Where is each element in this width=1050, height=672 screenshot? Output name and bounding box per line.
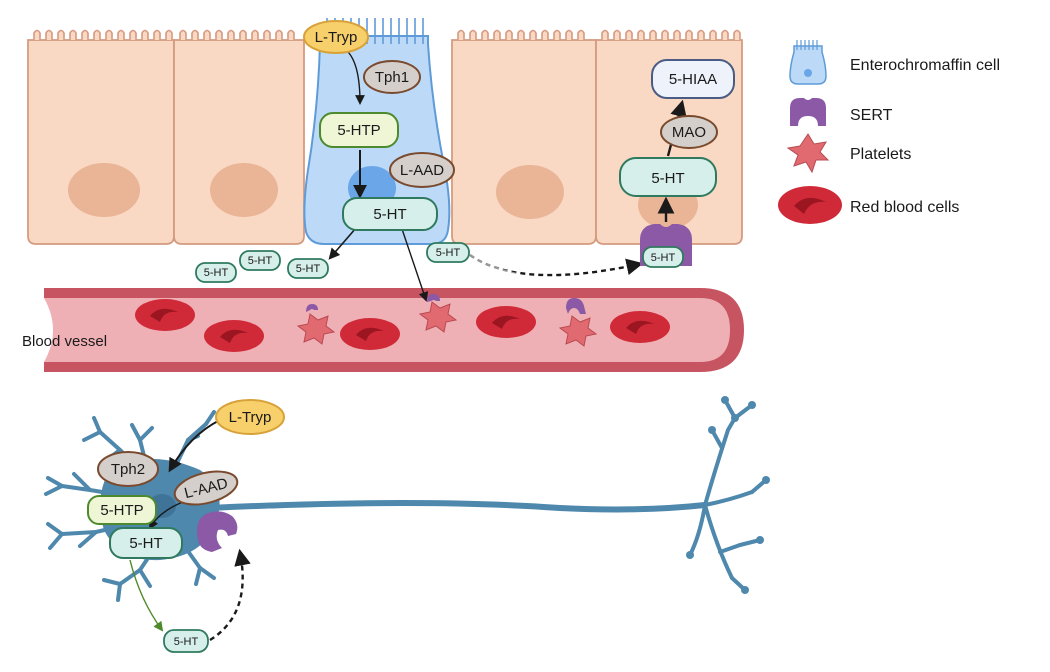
5ht-small-label: 5-HT — [248, 255, 273, 267]
red-blood-cell — [610, 311, 670, 343]
cell-nucleus — [496, 165, 564, 219]
5ht-node: 5-HT — [342, 197, 438, 231]
ltryp-label: L-Tryp — [315, 29, 358, 46]
tph2-enzyme: Tph2 — [97, 451, 159, 487]
legend-label: Enterochromaffin cell — [850, 57, 1000, 74]
5ht-molecule: 5-HT — [426, 242, 470, 263]
5ht-small-label: 5-HT — [436, 247, 461, 259]
red-blood-cell-icon — [778, 186, 842, 224]
5ht-molecule: 5-HT — [239, 250, 281, 271]
blood-vessel: Blood vessel — [22, 288, 744, 372]
ltryp-node: L-Tryp — [215, 399, 285, 435]
5hiaa-label: 5-HIAA — [669, 71, 717, 88]
cell-nucleus — [68, 163, 140, 217]
platelet — [418, 294, 458, 333]
legend-item-platelets: Platelets — [786, 133, 911, 174]
red-blood-cell — [476, 306, 536, 338]
platelet-icon — [786, 133, 830, 174]
5ht-molecule: 5-HT — [642, 246, 684, 268]
legend-item-sert: SERT — [790, 98, 893, 126]
platelet — [558, 298, 598, 347]
legend-label: Platelets — [850, 146, 911, 163]
red-blood-cell — [340, 318, 400, 350]
laad-label: L-AAD — [400, 162, 444, 179]
blood-vessel-label: Blood vessel — [22, 333, 107, 350]
epithelial-cell — [27, 29, 175, 245]
neuron: L-Tryp Tph2 L-AAD 5-HTP 5-HT 5-HT — [44, 396, 770, 653]
5htp-label: 5-HTP — [100, 502, 143, 519]
5ht-label: 5-HT — [373, 206, 406, 223]
epithelial-cell — [451, 29, 597, 245]
epithelial-cell — [173, 29, 305, 245]
5hiaa-node: 5-HIAA — [651, 59, 735, 99]
tph2-label: Tph2 — [111, 461, 145, 478]
laad-enzyme: L-AAD — [173, 470, 239, 506]
5ht-small-label: 5-HT — [651, 252, 676, 264]
5ht-node: 5-HT — [619, 157, 717, 197]
5htp-node: 5-HTP — [319, 112, 399, 148]
5ht-molecule: 5-HT — [163, 629, 209, 653]
5ht-small-label: 5-HT — [204, 267, 229, 279]
5htp-label: 5-HTP — [337, 122, 380, 139]
ltryp-label: L-Tryp — [229, 409, 272, 426]
5ht-label: 5-HT — [651, 170, 684, 187]
legend-label: Red blood cells — [850, 199, 959, 216]
ltryp-node: L-Tryp — [303, 20, 369, 54]
platelet — [296, 304, 336, 345]
legend-item-red-blood-cells: Red blood cells — [778, 186, 959, 224]
red-blood-cell — [204, 320, 264, 352]
legend-label: SERT — [850, 107, 893, 124]
laad-enzyme: L-AAD — [389, 152, 455, 188]
5ht-small-label: 5-HT — [296, 263, 321, 275]
5ht-molecule: 5-HT — [287, 258, 329, 279]
epithelial-degradation-pathway: 5-HT 5-HT MAO 5-HIAA — [619, 59, 735, 268]
cell-nucleus — [210, 163, 278, 217]
sert-transporter — [197, 511, 238, 552]
legend: Enterochromaffin cell SERT Platelets Red… — [778, 40, 1000, 224]
sert-icon — [790, 98, 826, 126]
mao-label: MAO — [672, 124, 706, 141]
mao-enzyme: MAO — [660, 115, 718, 149]
5ht-label: 5-HT — [129, 535, 162, 552]
5ht-small-label: 5-HT — [174, 636, 199, 648]
tph1-label: Tph1 — [375, 69, 409, 86]
5ht-molecule: 5-HT — [195, 262, 237, 283]
tph1-enzyme: Tph1 — [363, 60, 421, 94]
red-blood-cell — [135, 299, 195, 331]
5ht-node: 5-HT — [109, 527, 183, 559]
5htp-node: 5-HTP — [87, 495, 157, 525]
legend-item-enterochromaffin-cell: Enterochromaffin cell — [789, 40, 1000, 85]
enterochromaffin-cell-icon — [789, 40, 827, 85]
ec-serotonin-pathway: L-Tryp Tph1 5-HTP L-AAD 5-HT 5-HT 5-HT — [195, 20, 644, 302]
